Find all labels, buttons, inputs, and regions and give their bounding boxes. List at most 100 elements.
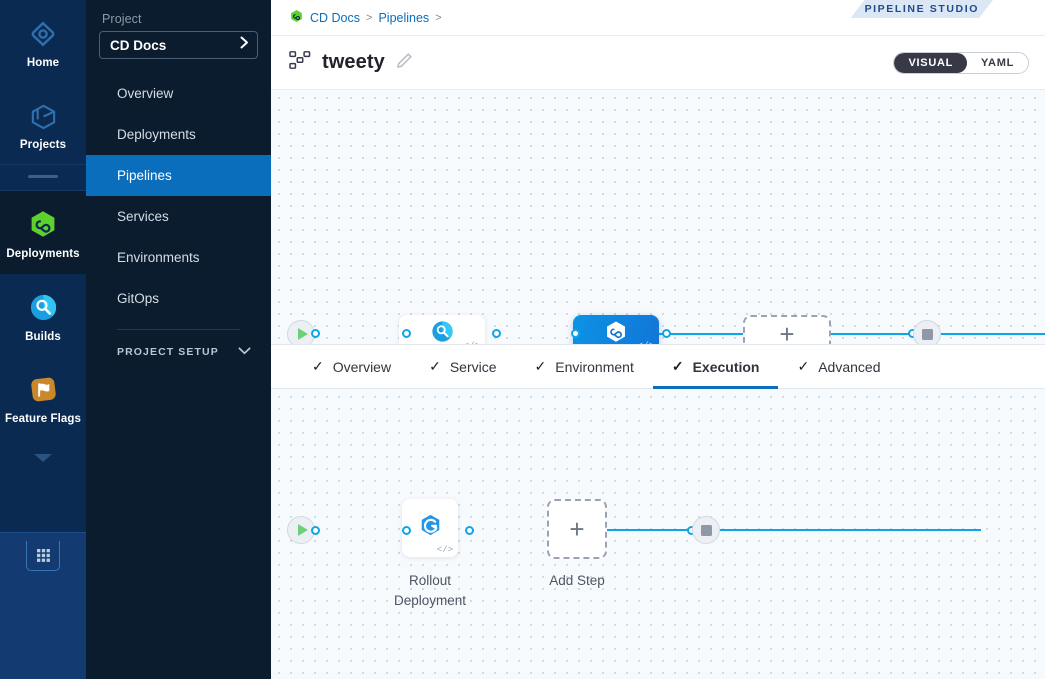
tab-label: Service (449, 358, 497, 375)
pipeline-hierarchy-icon (289, 50, 311, 75)
left-nav-rail: Home Projects Deployments (0, 0, 86, 679)
toggle-option-visual[interactable]: VISUAL (894, 52, 968, 73)
rail-label-feature-flags: Feature Flags (4, 412, 82, 425)
deploy-infinity-icon (603, 319, 629, 345)
project-selector-label: CD Docs (110, 37, 167, 53)
edge-port[interactable] (402, 329, 411, 338)
edge-port[interactable] (571, 329, 580, 338)
rail-drag-handle (28, 175, 58, 179)
step-start-node[interactable] (287, 516, 315, 544)
code-badge: </> (638, 341, 654, 344)
check-icon: ✓ (429, 358, 441, 374)
flag-icon (2, 370, 84, 410)
play-icon (297, 524, 308, 536)
project-selector[interactable]: CD Docs (99, 31, 258, 59)
sidebar-item-label: Services (117, 209, 169, 224)
builds-circle-icon (2, 288, 84, 328)
sidebar-item-label: GitOps (117, 291, 160, 306)
rail-label-deployments: Deployments (6, 248, 80, 261)
deployments-module-icon (289, 9, 304, 27)
pipeline-start-node[interactable] (287, 320, 315, 344)
rail-item-home[interactable]: Home (0, 0, 86, 82)
apps-grid-icon[interactable] (26, 541, 60, 571)
pencil-icon[interactable] (396, 52, 413, 74)
pipeline-title-bar: tweety VISUAL YAML (271, 36, 1045, 90)
step-node-rollout-deployment[interactable]: </> (402, 499, 458, 557)
stop-square-icon (700, 524, 712, 536)
play-icon (297, 328, 308, 340)
sidebar-caption: Project (102, 12, 142, 26)
rollout-hexagon-icon (417, 512, 444, 544)
sidebar-item-label: Overview (117, 86, 174, 101)
chevron-down-icon (238, 346, 251, 358)
rail-item-builds[interactable]: Builds (0, 274, 86, 356)
main-content: PIPELINE STUDIO CD Docs > Pipelines > (271, 0, 1045, 679)
check-icon: ✓ (534, 358, 547, 374)
breadcrumb: CD Docs > Pipelines > (271, 0, 1045, 36)
sidebar-item-label: Pipelines (117, 168, 172, 183)
chevron-down-icon[interactable] (0, 438, 86, 474)
breadcrumb-link-cd-docs[interactable]: CD Docs (310, 10, 361, 25)
check-icon: ✓ (671, 358, 684, 374)
edge-port[interactable] (465, 526, 474, 535)
step-label-rollout-deployment: Rollout Deployment (393, 573, 467, 608)
edge-port[interactable] (492, 329, 501, 338)
stage-node-tweetapp[interactable]: </> (399, 315, 485, 344)
rail-footer (0, 532, 86, 679)
stage-canvas[interactable]: </> Tweetapp </> deploy tweety + Ad (271, 90, 1045, 345)
plus-icon: + (569, 514, 585, 544)
code-badge: </> (436, 545, 453, 555)
toggle-option-yaml[interactable]: YAML (981, 56, 1014, 69)
chevron-right-icon (240, 36, 249, 54)
tab-label: Environment (555, 358, 634, 375)
edge-port[interactable] (402, 526, 411, 535)
tab-overview[interactable]: ✓ Overview (293, 345, 410, 388)
rail-item-deployments[interactable]: Deployments (0, 191, 86, 274)
sidebar-item-label: Environments (117, 250, 200, 265)
sidebar-item-gitops[interactable]: GitOps (86, 278, 271, 319)
check-icon: ✓ (312, 358, 324, 374)
stage-tabs: ✓ Overview ✓ Service ✓ Environment ✓ Exe… (271, 345, 1045, 389)
edge-port[interactable] (662, 329, 671, 338)
stop-square-icon (921, 328, 933, 340)
sidebar-project-setup[interactable]: PROJECT SETUP (86, 330, 271, 374)
tab-execution[interactable]: ✓ Execution (652, 345, 779, 389)
sidebar-divider (117, 329, 240, 330)
tab-service[interactable]: ✓ Service (410, 345, 515, 388)
step-edge (596, 529, 981, 531)
pipeline-end-node[interactable] (913, 320, 941, 344)
tab-label: Overview (332, 358, 392, 375)
cube-icon (2, 96, 84, 136)
breadcrumb-link-pipelines[interactable]: Pipelines (378, 10, 430, 25)
stage-node-deploy-tweety[interactable]: </> (573, 315, 659, 345)
rail-item-projects[interactable]: Projects (0, 82, 86, 164)
step-canvas[interactable]: </> Rollout Deployment + Add Step (271, 389, 1045, 679)
rail-item-feature-flags[interactable]: Feature Flags (0, 356, 86, 438)
rail-divider (0, 164, 86, 192)
step-end-node[interactable] (692, 516, 720, 544)
rail-label-home: Home (26, 57, 60, 69)
home-clover-icon (2, 14, 84, 54)
tab-advanced[interactable]: ✓ Advanced (778, 345, 899, 388)
build-stage-icon (430, 319, 455, 344)
sidebar-item-overview[interactable]: Overview (86, 73, 271, 114)
tab-environment[interactable]: ✓ Environment (516, 345, 653, 388)
sidebar-item-services[interactable]: Services (86, 196, 271, 237)
project-sidebar: Project CD Docs Overview Deployments Pip… (86, 0, 271, 679)
sidebar-item-environments[interactable]: Environments (86, 237, 271, 278)
sidebar-item-deployments[interactable]: Deployments (86, 114, 271, 155)
edge-port[interactable] (311, 329, 320, 338)
tab-label: Advanced (818, 358, 881, 375)
add-stage-button[interactable]: + (743, 315, 831, 344)
sidebar-project-setup-label: PROJECT SETUP (117, 346, 219, 358)
tab-label: Execution (692, 358, 760, 375)
page-title: tweety (322, 51, 385, 73)
infinity-hexagon-icon (2, 205, 84, 245)
add-step-button[interactable]: + (547, 499, 607, 559)
edge-port[interactable] (311, 526, 320, 535)
rail-label-builds: Builds (25, 330, 61, 343)
view-mode-toggle[interactable]: VISUAL YAML (893, 51, 1029, 74)
sidebar-item-pipelines[interactable]: Pipelines (86, 155, 271, 196)
code-badge: </> (464, 341, 480, 344)
